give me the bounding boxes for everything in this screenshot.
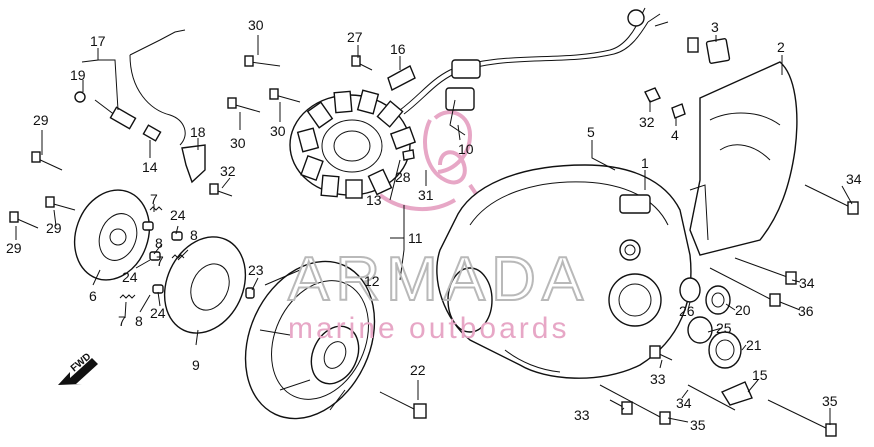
callout-8a: 8 — [190, 227, 198, 243]
callout-29a: 29 — [33, 112, 49, 128]
callout-29c: 29 — [6, 240, 22, 256]
callout-16: 16 — [390, 41, 406, 57]
callout-11: 11 — [408, 230, 423, 246]
callout-35a: 35 — [822, 393, 838, 409]
starter-clutch — [73, 189, 151, 281]
callout-numbers: 1 2 3 4 5 6 7 7 7 8 8 8 9 10 11 12 13 14… — [6, 17, 862, 433]
callout-30a: 30 — [248, 17, 264, 33]
callout-24a: 24 — [170, 207, 186, 223]
callout-27: 27 — [347, 29, 363, 45]
sprocket-cover — [689, 61, 798, 256]
callout-8b: 8 — [155, 235, 163, 251]
callout-35b: 35 — [690, 417, 706, 433]
stator-coil — [289, 89, 417, 199]
callout-6: 6 — [89, 288, 97, 304]
callout-34a: 34 — [846, 171, 862, 187]
callout-1: 1 — [641, 155, 649, 171]
callout-24c: 24 — [150, 305, 166, 321]
callout-5: 5 — [587, 124, 595, 140]
callout-17: 17 — [90, 33, 106, 49]
callout-30b: 30 — [230, 135, 246, 151]
wiring-harness — [399, 7, 699, 136]
bolts — [9, 55, 859, 437]
callout-8c: 8 — [135, 313, 143, 329]
callout-20: 20 — [735, 302, 751, 318]
flywheel-rotor — [244, 260, 376, 420]
callout-23: 23 — [248, 262, 264, 278]
callout-10: 10 — [458, 141, 474, 157]
callout-34c: 34 — [676, 395, 692, 411]
callout-15: 15 — [752, 367, 768, 383]
connector-coupler — [705, 38, 731, 64]
forward-direction-indicator: FWD — [58, 351, 98, 385]
callout-14: 14 — [142, 159, 158, 175]
callout-32a: 32 — [220, 163, 236, 179]
callout-21: 21 — [746, 337, 762, 353]
callout-12: 12 — [364, 273, 380, 289]
callout-22: 22 — [410, 362, 426, 378]
callout-36: 36 — [798, 303, 814, 319]
callout-29b: 29 — [46, 220, 62, 236]
callout-13: 13 — [366, 192, 382, 208]
watermark-tagline: marine outboards — [288, 312, 569, 345]
callout-25: 25 — [716, 320, 732, 336]
callout-2: 2 — [777, 39, 785, 55]
clutch-plate — [163, 236, 247, 334]
callout-4: 4 — [671, 127, 679, 143]
wire-clamp — [387, 65, 416, 92]
callout-30c: 30 — [270, 123, 286, 139]
callout-31: 31 — [418, 187, 434, 203]
callout-33b: 33 — [574, 407, 590, 423]
leader-lines — [15, 35, 853, 425]
callout-7a: 7 — [150, 191, 158, 207]
callout-34b: 34 — [799, 275, 815, 291]
callout-26: 26 — [679, 303, 695, 319]
callout-19: 19 — [70, 67, 86, 83]
callout-7c: 7 — [118, 313, 126, 329]
crankcase-cover — [436, 164, 692, 379]
callout-18: 18 — [190, 124, 206, 140]
watermark-brand: ARMADA — [288, 245, 589, 314]
plugs-caps — [679, 277, 753, 406]
callout-32b: 32 — [639, 114, 655, 130]
pulse-generator — [74, 29, 206, 184]
callout-3: 3 — [711, 19, 719, 35]
callout-7b: 7 — [156, 253, 164, 269]
callout-33a: 33 — [650, 371, 666, 387]
callout-9: 9 — [192, 357, 200, 373]
callout-28: 28 — [395, 169, 411, 185]
callout-24b: 24 — [122, 269, 138, 285]
